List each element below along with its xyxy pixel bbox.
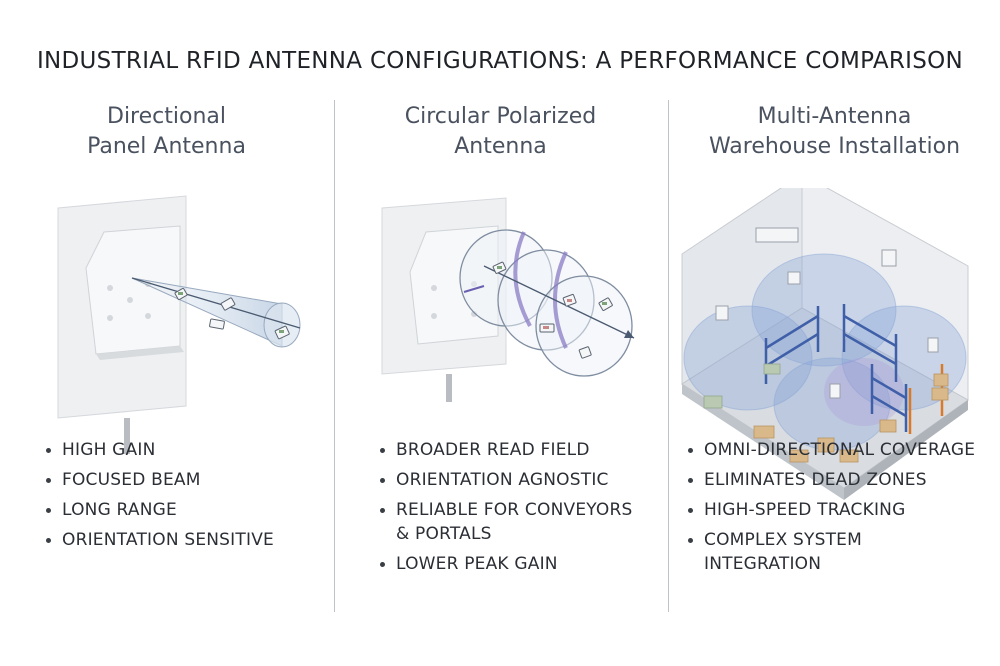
warehouse-illustration (681, 188, 969, 500)
feature-list: OMNI-DIRECTIONAL COVERAGE ELIMINATES DEA… (686, 438, 975, 582)
feature-item: LONG RANGE (44, 498, 274, 522)
column-heading: Multi-Antenna Warehouse Installation (708, 104, 961, 159)
feature-item: OMNI-DIRECTIONAL COVERAGE (686, 438, 975, 462)
column-circular-polarized: Circular Polarized Antenna (334, 100, 667, 660)
pallet-box (753, 373, 949, 463)
feature-item: HIGH GAIN (44, 438, 274, 462)
mount-pole (446, 374, 452, 402)
feature-list: BROADER READ FIELD ORIENTATION AGNOSTIC … (378, 438, 633, 582)
storage-rack (764, 304, 908, 432)
column-divider-1 (334, 100, 335, 612)
feature-item: BROADER READ FIELD (378, 438, 633, 462)
wall-antenna-icon (715, 227, 939, 399)
column-heading: Circular Polarized Antenna (404, 104, 597, 159)
directional-panel-illustration (57, 195, 301, 454)
feature-item: FOCUSED BEAM (44, 468, 274, 492)
feature-item: ORIENTATION SENSITIVE (44, 528, 274, 552)
column-directional-panel: Directional Panel Antenna (0, 100, 333, 660)
feature-item: ORIENTATION AGNOSTIC (378, 468, 633, 492)
feature-list: HIGH GAIN FOCUSED BEAM LONG RANGE ORIENT… (44, 438, 274, 558)
polarization-coil (459, 229, 633, 377)
feature-item: RELIABLE FOR CONVEYORS & PORTALS (378, 498, 633, 546)
column-multi-antenna-warehouse: Multi-Antenna Warehouse Installation (668, 100, 1000, 660)
feature-item: COMPLEX SYSTEM INTEGRATION (686, 528, 975, 576)
beam-end-ellipse (263, 302, 301, 348)
pallet-box (703, 363, 781, 409)
propagation-axis (483, 265, 635, 339)
page-title: INDUSTRIAL RFID ANTENNA CONFIGURATIONS: … (36, 48, 964, 74)
feature-item: HIGH-SPEED TRACKING (686, 498, 975, 522)
mount-pole (124, 418, 130, 454)
circular-polarized-illustration (381, 197, 635, 402)
column-heading: Directional Panel Antenna (87, 104, 246, 159)
column-divider-2 (668, 100, 669, 612)
feature-item: ELIMINATES DEAD ZONES (686, 468, 975, 492)
feature-item: LOWER PEAK GAIN (378, 552, 633, 576)
